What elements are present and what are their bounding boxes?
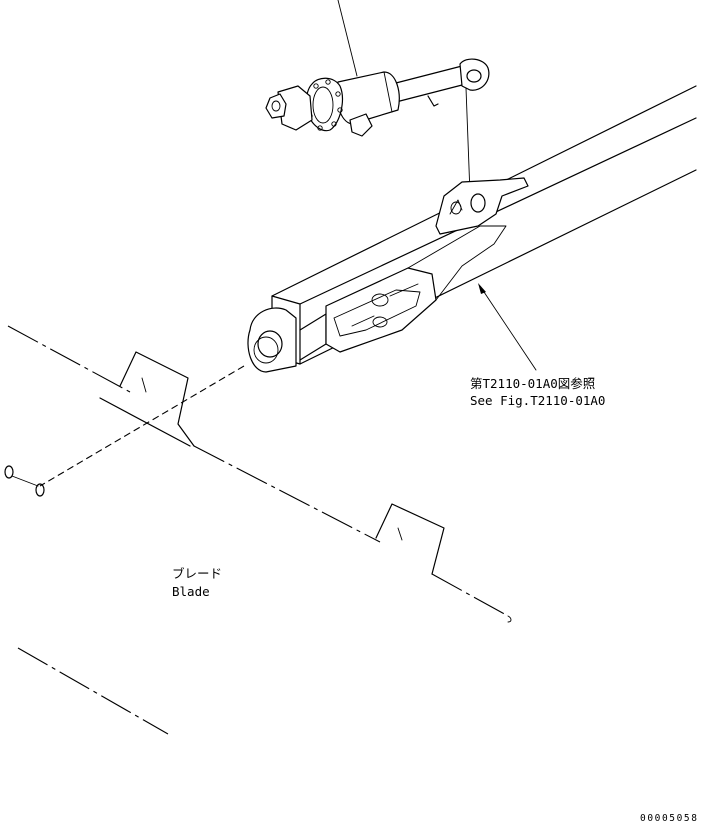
lift-frame [247,85,697,373]
blade-bracket-right [375,503,445,575]
blade-bracket-left [119,351,195,447]
cylinder-bracket [349,113,373,137]
cylinder-port [265,93,287,119]
pin-centerline [39,365,245,487]
frame-side-bracket [325,267,437,353]
cylinder-leader-line [337,0,358,77]
figure-ref-jp: 第T2110-01A0図参照 [470,376,595,391]
top-bracket-hole [470,193,486,213]
side-bracket-hole-2 [372,316,388,328]
blade-lower-edge [17,647,169,735]
pin-end-2 [35,483,45,497]
drawing-number: 00005058 [640,813,699,824]
figure-ref-en: See Fig.T2110-01A0 [470,393,605,408]
side-bracket-hole-1 [371,293,389,307]
blade-label-en: Blade [172,584,210,599]
rod-fitting [427,95,439,107]
pin-end-1 [4,465,14,479]
leader-arrowhead [478,283,486,294]
rod-to-bracket-line [465,87,471,195]
figure-ref-leader [479,285,537,371]
cylinder-rod-eye [459,58,490,91]
frame-eye-hole [257,330,283,358]
hydraulic-cylinder [265,0,490,195]
blade-phantom-outline [7,325,512,735]
cylinder-head-block [277,85,313,131]
rod-eye-hole [466,69,482,83]
blade-label-jp: ブレード [172,566,222,581]
cylinder-barrel [336,71,400,125]
frame-eye-lug [247,307,297,373]
frame-top-bracket [435,177,529,235]
mounting-pin [4,365,245,497]
